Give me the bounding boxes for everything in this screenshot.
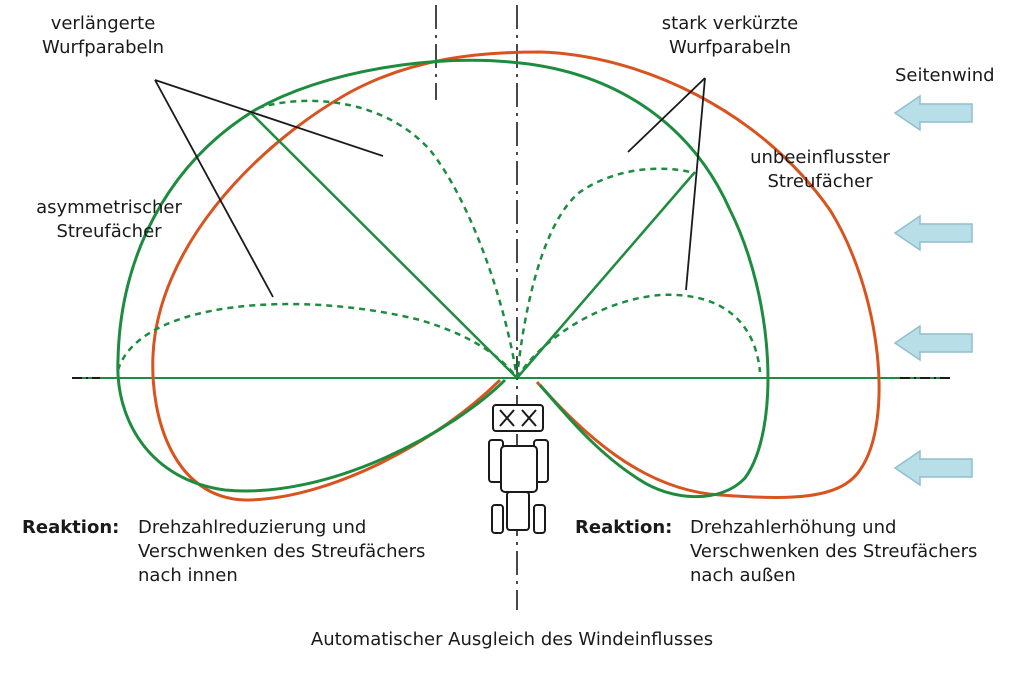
reaction-left-text: Drehzahlreduzierung und Verschwenken des… (138, 516, 425, 588)
reaction-right-line2: Verschwenken des Streufächers (690, 541, 978, 562)
label-unbeeinflusster-streufaecher: unbeeinflusster Streufächer (740, 146, 900, 194)
label-unbeeinflusst-line2: Streufächer (767, 171, 873, 192)
label-unbeeinflusst-line1: unbeeinflusster (750, 147, 890, 168)
label-verlaengert-line2: Wurfparabeln (41, 37, 165, 58)
tractor-icon (488, 404, 549, 534)
leader-verk-1 (627, 77, 706, 153)
left-inner-parabola (257, 99, 519, 379)
reaction-right-text: Drehzahlerhöhung und Verschwenken des St… (690, 516, 977, 588)
label-verkuerzt-line2: Wurfparabeln (668, 37, 792, 58)
front-wheel-left (491, 504, 504, 534)
tractor-hood (506, 491, 530, 531)
figure-caption: Automatischer Ausgleich des Windeinfluss… (310, 629, 714, 650)
reaction-right-line3: nach außen (690, 565, 796, 586)
right-inner-parabola (515, 167, 691, 379)
spreader-box (492, 404, 544, 432)
front-wheel-right (533, 504, 546, 534)
label-verlaengerte-wurfparabeln: verlängerte Wurfparabeln (18, 12, 188, 60)
tractor-cab (500, 445, 538, 493)
wind-arrow-2 (893, 214, 973, 252)
right-fan-edge (516, 171, 696, 379)
left-outer-parabola (116, 302, 519, 379)
left-fan-edge (249, 111, 518, 379)
asymmetric-fan-curve (116, 58, 770, 499)
label-asym-line1: asymmetrischer (36, 197, 182, 218)
label-verkuerzt-line1: stark verkürzte (661, 13, 799, 34)
wind-arrow-3 (893, 324, 973, 362)
label-asymmetrischer-streufaecher: asymmetrischer Streufächer (20, 196, 198, 244)
reaction-left-line2: Verschwenken des Streufächers (138, 541, 426, 562)
reaction-right-line1: Drehzahlerhöhung und (690, 517, 897, 538)
right-outer-parabola (515, 293, 762, 379)
reaction-left-line3: nach innen (138, 565, 238, 586)
wind-arrow-1 (893, 94, 973, 132)
reaction-left-title: Reaktion: (22, 517, 120, 538)
leader-verk-2 (685, 77, 706, 291)
leader-lines (154, 77, 706, 298)
wind-arrow-4 (893, 449, 973, 487)
label-asym-line2: Streufächer (56, 221, 162, 242)
label-seitenwind: Seitenwind (895, 65, 995, 86)
leader-verl-2 (154, 79, 274, 298)
label-verlaengert-line1: verlängerte (50, 13, 156, 34)
reaction-right-title: Reaktion: (575, 517, 673, 538)
leader-verl-1 (154, 79, 384, 157)
reaction-left-line1: Drehzahlreduzierung und (138, 517, 367, 538)
label-stark-verkuerzte-wurfparabeln: stark verkürzte Wurfparabeln (630, 12, 830, 60)
wind-arrows (893, 94, 973, 487)
